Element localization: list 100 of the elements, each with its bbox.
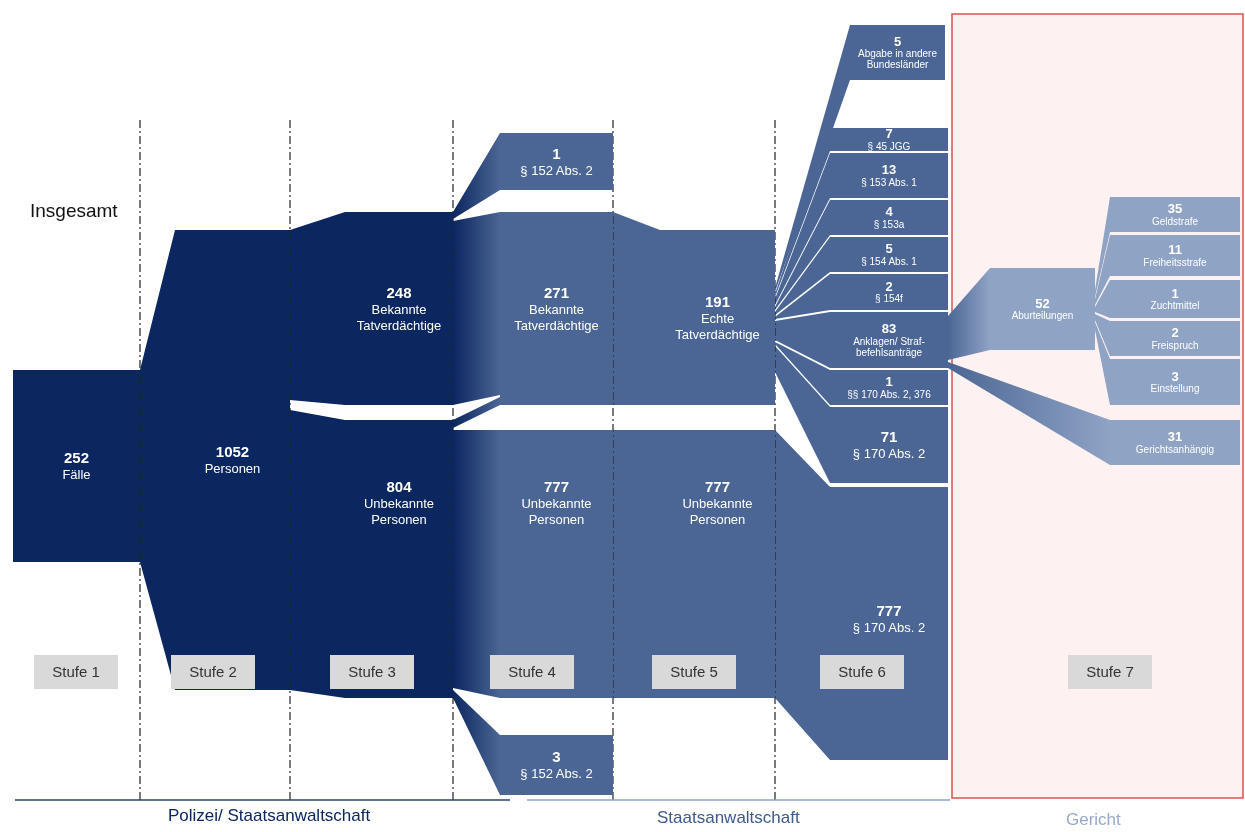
count-value: 11	[1168, 243, 1182, 257]
count-value: 52	[1035, 296, 1050, 311]
count-value: 777	[705, 478, 730, 496]
flow-band	[453, 133, 500, 219]
count-value: 1	[1171, 286, 1179, 301]
total-heading: Insgesamt	[30, 200, 118, 222]
flow-block	[850, 25, 945, 80]
flow-band	[775, 342, 830, 405]
category-label: Fälle	[62, 467, 91, 483]
flow-band	[290, 410, 345, 698]
flow-band	[775, 312, 830, 368]
flow-band	[290, 212, 345, 405]
section-label: Staatsanwaltschaft	[657, 808, 800, 828]
category-label: Unbekannte Personen	[520, 496, 593, 528]
flow-band	[775, 25, 850, 292]
flow-block	[830, 407, 948, 483]
flow-band	[1095, 197, 1110, 297]
flow-block	[1110, 197, 1240, 232]
count-value: 252	[64, 449, 89, 468]
flow-block	[1110, 359, 1240, 405]
flow-band	[613, 212, 660, 405]
count-value: 5	[885, 242, 893, 256]
stage-label: Stufe 3	[330, 655, 414, 689]
flow-band	[948, 362, 1110, 465]
flow-block	[830, 274, 948, 310]
category-label: Geldstrafe	[1151, 215, 1199, 227]
flow-band	[453, 397, 500, 428]
flow-band	[1095, 280, 1110, 318]
flow-block	[990, 268, 1095, 350]
category-label: Anklagen/ Straf-befehlsanträge	[852, 335, 926, 358]
flow-block	[500, 133, 613, 190]
category-label: Gerichtsanhängig	[1135, 443, 1215, 455]
flow-band	[1095, 235, 1110, 305]
count-value: 35	[1167, 202, 1183, 216]
category-label: Freiheitsstrafe	[1143, 256, 1207, 268]
flow-band	[453, 690, 500, 795]
count-value: 248	[386, 283, 412, 302]
flow-block	[830, 128, 948, 151]
category-label: § 152 Abs. 2	[520, 766, 593, 782]
category-label: § 45 JGG	[867, 140, 911, 152]
flow-block	[1110, 321, 1240, 356]
category-label: Abgabe in andere Bundesländer	[857, 48, 938, 71]
category-label: Unbekannte Personen	[681, 496, 754, 528]
stage-label: Stufe 1	[34, 655, 118, 689]
stage-label: Stufe 5	[652, 655, 736, 689]
category-label: § 154f	[875, 293, 903, 305]
count-value: 4	[885, 205, 893, 219]
flow-block	[500, 212, 613, 405]
category-label: Echte Tatverdächtige	[674, 310, 761, 343]
flow-block	[830, 312, 948, 368]
flow-block	[1110, 420, 1240, 465]
flow-band	[775, 237, 830, 315]
section-label: Gericht	[1066, 810, 1121, 830]
count-value: 804	[386, 478, 412, 496]
category-label: § 170 Abs. 2	[852, 620, 926, 636]
count-value: 31	[1167, 430, 1183, 444]
flow-band	[613, 430, 660, 698]
stage-label: Stufe 6	[820, 655, 904, 689]
flow-block	[1110, 280, 1240, 318]
flow-block	[830, 370, 948, 405]
flow-block	[1110, 235, 1240, 276]
flow-block	[345, 420, 453, 698]
category-label: §§ 170 Abs. 2, 376	[847, 388, 931, 400]
count-value: 777	[876, 602, 902, 620]
count-value: 5	[893, 34, 902, 49]
stage-label: Stufe 7	[1068, 655, 1152, 689]
flow-band	[453, 212, 500, 405]
count-value: 1	[885, 375, 893, 389]
stage-label: Stufe 4	[490, 655, 574, 689]
flow-block	[175, 230, 290, 690]
flow-block	[13, 370, 140, 562]
count-value: 1	[552, 144, 561, 163]
flow-block	[830, 200, 948, 235]
count-value: 271	[544, 283, 569, 302]
flow-block	[830, 153, 948, 198]
category-label: Bekannte Tatverdächtige	[513, 301, 600, 334]
count-value: 7	[885, 127, 893, 141]
flow-band	[775, 153, 830, 305]
count-value: 3	[552, 748, 561, 767]
flow-block	[345, 212, 453, 405]
flow-band	[775, 200, 830, 310]
count-value: 1052	[215, 443, 250, 462]
count-value: 71	[880, 428, 898, 447]
count-value: 13	[881, 163, 897, 177]
category-label: § 170 Abs. 2	[852, 446, 926, 462]
flow-band	[775, 274, 830, 319]
flow-band	[775, 346, 830, 483]
category-label: Unbekannte Personen	[362, 496, 436, 528]
category-label: Personen	[204, 461, 261, 477]
count-value: 2	[1171, 326, 1179, 340]
flow-band	[453, 430, 500, 698]
category-label: Aburteilungen	[1011, 310, 1074, 322]
count-value: 83	[881, 322, 897, 336]
count-value: 191	[705, 292, 730, 311]
flow-band	[775, 430, 830, 760]
flow-band	[1095, 314, 1110, 356]
flow-band	[1095, 322, 1110, 405]
section-label: Polizei/ Staatsanwaltschaft	[168, 806, 371, 826]
category-label: § 153a	[873, 218, 905, 230]
category-label: § 152 Abs. 2	[520, 162, 593, 179]
